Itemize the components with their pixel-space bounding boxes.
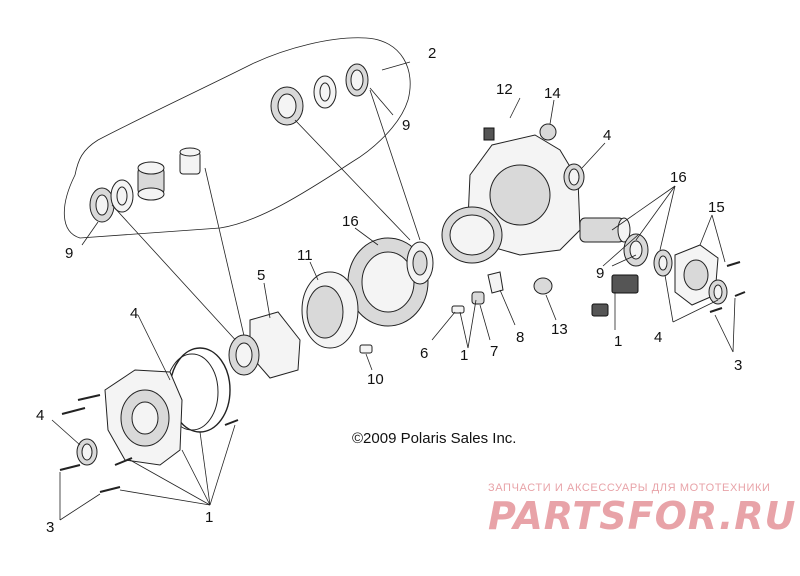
callout-14: 14	[544, 85, 561, 102]
callout-16-right: 16	[670, 169, 687, 186]
bearing-9-left	[89, 187, 115, 223]
callout-2: 2	[428, 45, 436, 62]
breather-14	[539, 123, 557, 141]
callout-10: 10	[367, 371, 384, 388]
seal-4-right	[653, 249, 673, 277]
bolts-1	[59, 394, 239, 493]
spring-7	[471, 291, 485, 305]
callout-1-bottom: 1	[205, 509, 213, 526]
cover-housing	[104, 369, 183, 466]
callout-9-top: 9	[402, 117, 410, 134]
callout-5: 5	[257, 267, 265, 284]
bolts-3-right	[709, 261, 746, 313]
ring-gear-16	[347, 237, 434, 327]
callout-3-right: 3	[734, 357, 742, 374]
callout-4-right: 4	[654, 329, 662, 346]
group-outline-2	[63, 37, 411, 239]
bearing-assembly-top	[270, 63, 369, 126]
callout-15: 15	[708, 199, 725, 216]
race-cup-a	[110, 179, 134, 213]
callout-16-center: 16	[342, 213, 359, 230]
pin-6	[451, 305, 465, 314]
plug-13	[533, 277, 553, 295]
bearing-near-5	[228, 334, 260, 376]
callout-9-right: 9	[596, 265, 604, 282]
housing-12	[441, 127, 581, 264]
spacer-sleeve	[179, 147, 201, 175]
callout-4-left: 4	[130, 305, 138, 322]
seal-4-lower-left	[76, 438, 98, 466]
callout-12: 12	[496, 81, 513, 98]
clip-8	[487, 271, 504, 294]
copyright-notice: ©2009 Polaris Sales Inc.	[352, 430, 517, 447]
callout-13: 13	[551, 321, 568, 338]
bearing-9-right	[623, 233, 649, 267]
seal-4-far-right	[708, 279, 728, 305]
bolt-10	[359, 344, 373, 354]
callout-8: 8	[516, 329, 524, 346]
watermark-tagline: ЗАПЧАСТИ И АКСЕССУАРЫ ДЛЯ МОТОТЕХНИКИ	[488, 482, 771, 494]
callout-6: 6	[420, 345, 428, 362]
callout-9-left: 9	[65, 245, 73, 262]
callout-11: 11	[297, 247, 313, 264]
callout-7: 7	[490, 343, 498, 360]
pinion-gear	[137, 161, 165, 201]
hub-11	[301, 271, 359, 349]
callout-4-lower-left: 4	[36, 407, 44, 424]
watermark-logo: PARTSFOR.RU	[488, 494, 797, 538]
connector-1	[591, 274, 639, 317]
callout-3-left: 3	[46, 519, 54, 536]
output-shaft	[579, 217, 631, 243]
cover-15	[674, 244, 719, 306]
callout-1-mid: 1	[460, 347, 468, 364]
callout-1-right: 1	[614, 333, 622, 350]
seal-4-upper	[563, 163, 585, 191]
callout-4-upper: 4	[603, 127, 611, 144]
